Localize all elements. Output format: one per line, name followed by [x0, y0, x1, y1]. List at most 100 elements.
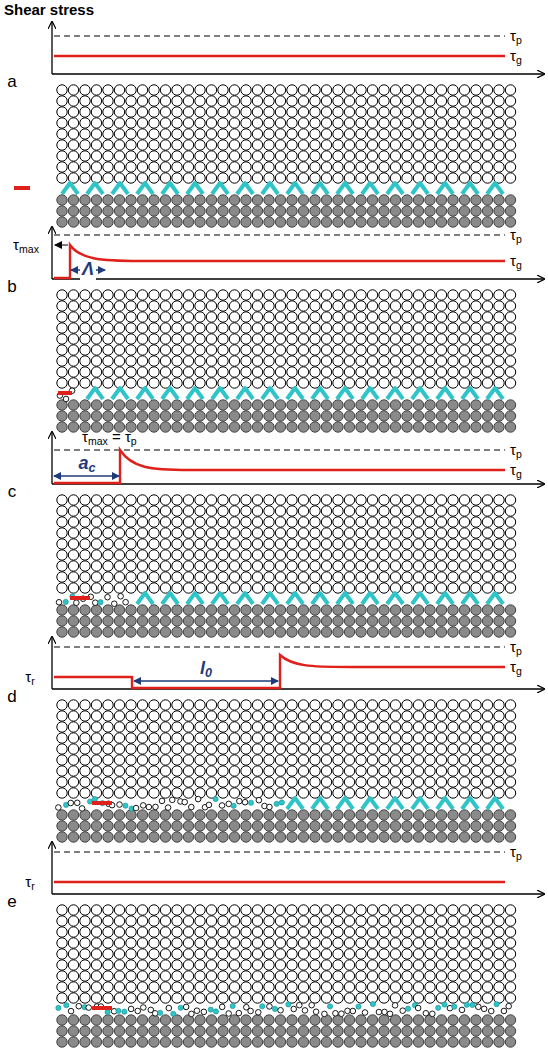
atom	[356, 151, 366, 161]
substrate-atom	[413, 810, 423, 820]
atom	[206, 766, 216, 776]
atom	[195, 506, 205, 516]
substrate-atom	[321, 821, 331, 831]
atom	[241, 561, 251, 571]
atom	[126, 334, 136, 344]
atom	[356, 766, 366, 776]
atom	[68, 96, 78, 106]
substrate-atom	[137, 422, 147, 432]
atom	[471, 301, 481, 311]
atom	[436, 711, 446, 721]
substrate-atom	[218, 411, 228, 421]
atom	[333, 323, 343, 333]
atom	[172, 334, 182, 344]
substrate-atom	[241, 411, 251, 421]
bond-chevron	[137, 183, 153, 194]
atom	[356, 722, 366, 732]
substrate-atom	[80, 400, 90, 410]
bond-chevron	[137, 593, 153, 604]
atom	[356, 744, 366, 754]
atom	[183, 788, 193, 798]
atom	[459, 173, 469, 183]
atom	[57, 583, 67, 593]
atom	[137, 312, 147, 322]
atom	[80, 722, 90, 732]
atom	[436, 539, 446, 549]
atom	[218, 733, 228, 743]
substrate-atom	[91, 616, 101, 626]
atom	[195, 722, 205, 732]
substrate-atom	[448, 605, 458, 615]
atom	[114, 96, 124, 106]
substrate-atom	[252, 195, 262, 205]
substrate-atom	[321, 400, 331, 410]
atom	[471, 290, 481, 300]
stress-curve	[54, 450, 505, 483]
atom	[68, 700, 78, 710]
substrate-atom	[103, 217, 113, 227]
atom	[229, 583, 239, 593]
atom	[413, 85, 423, 95]
atom	[103, 506, 113, 516]
atom	[114, 711, 124, 721]
atom	[298, 495, 308, 505]
substrate-atom	[275, 411, 285, 421]
substrate-atom	[379, 195, 389, 205]
atom	[298, 290, 308, 300]
substrate-atom	[114, 832, 124, 842]
atom	[57, 301, 67, 311]
atom	[218, 356, 228, 366]
atom	[114, 506, 124, 516]
substrate-atom	[367, 821, 377, 831]
substrate-atom	[321, 605, 331, 615]
atom	[68, 528, 78, 538]
atom	[149, 107, 159, 117]
atom	[287, 107, 297, 117]
substrate-atom	[275, 206, 285, 216]
atom	[57, 700, 67, 710]
atom	[264, 517, 274, 527]
atom	[298, 583, 308, 593]
atom	[471, 733, 481, 743]
atom	[103, 129, 113, 139]
atom	[264, 711, 274, 721]
substrate-atom	[126, 400, 136, 410]
atom	[298, 151, 308, 161]
atom	[494, 96, 504, 106]
stress-curve	[54, 655, 505, 688]
atom	[402, 561, 412, 571]
atom	[379, 517, 389, 527]
atom	[149, 334, 159, 344]
substrate-atom	[367, 616, 377, 626]
atom	[68, 378, 78, 388]
atom	[344, 290, 354, 300]
atom	[264, 733, 274, 743]
atom	[413, 711, 423, 721]
atom	[413, 301, 423, 311]
atom	[390, 700, 400, 710]
atom	[471, 755, 481, 765]
atom	[333, 151, 343, 161]
substrate-atom	[252, 605, 262, 615]
atom	[183, 129, 193, 139]
atom	[287, 722, 297, 732]
substrate-atom	[367, 422, 377, 432]
atom	[68, 777, 78, 787]
substrate-atom	[333, 627, 343, 637]
atom	[436, 755, 446, 765]
atom	[459, 755, 469, 765]
substrate-atom	[206, 195, 216, 205]
substrate-atom	[264, 195, 274, 205]
atom	[402, 356, 412, 366]
atom	[183, 334, 193, 344]
substrate-atom	[149, 195, 159, 205]
bond-chevron	[112, 388, 128, 399]
atom	[183, 312, 193, 322]
atom	[310, 561, 320, 571]
atom	[91, 495, 101, 505]
atom	[413, 129, 423, 139]
atom	[57, 711, 67, 721]
substrate-atom	[137, 206, 147, 216]
atom	[126, 733, 136, 743]
substrate-atom	[344, 810, 354, 820]
